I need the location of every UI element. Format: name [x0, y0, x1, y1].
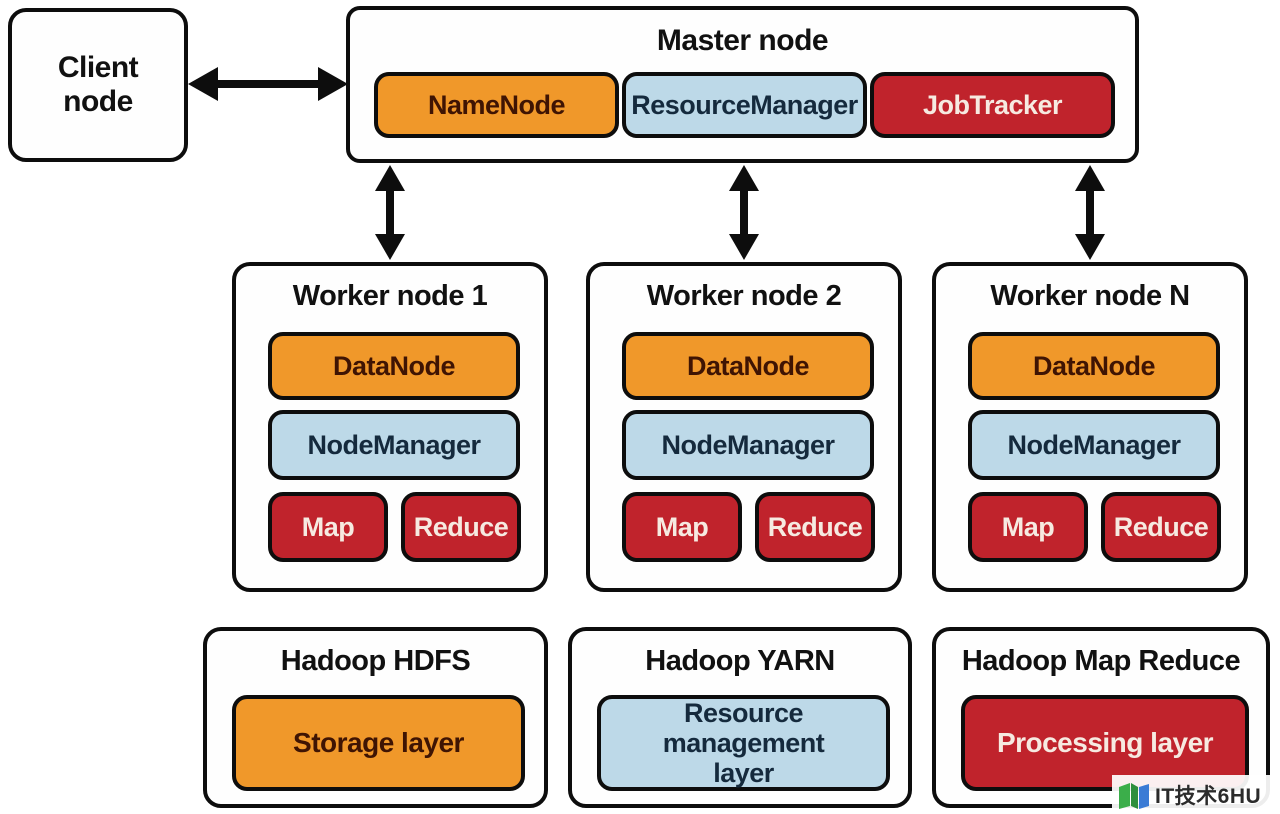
- watermark-logo-icon: [1119, 782, 1149, 809]
- worker1-datanode-box: DataNode: [268, 332, 520, 400]
- worker2-nodemanager-box: NodeManager: [622, 410, 874, 480]
- hadoop-yarn-title: Hadoop YARN: [645, 645, 835, 677]
- watermark: IT技术6HU: [1112, 775, 1280, 814]
- hadoop-yarn-box: Hadoop YARN Resource management layer: [568, 627, 912, 808]
- jobtracker-box: JobTracker: [870, 72, 1115, 138]
- watermark-text: IT技术6HU: [1155, 784, 1262, 808]
- resource-management-layer-box: Resource management layer: [597, 695, 890, 791]
- worker-node-2-box: Worker node 2 DataNode NodeManager Map R…: [586, 262, 902, 592]
- worker-node-1-title: Worker node 1: [292, 280, 488, 312]
- worker-node-1-box: Worker node 1 DataNode NodeManager Map R…: [232, 262, 548, 592]
- client-node-box: Client node: [8, 8, 188, 162]
- hadoop-hdfs-title: Hadoop HDFS: [280, 645, 471, 677]
- workerN-reduce-box: Reduce: [1101, 492, 1221, 562]
- master-components-row: NameNode ResourceManager JobTracker: [374, 72, 1115, 138]
- worker2-map-box: Map: [622, 492, 742, 562]
- resourcemanager-box: ResourceManager: [622, 72, 867, 138]
- worker1-map-box: Map: [268, 492, 388, 562]
- master-workerN-arrow: [1075, 165, 1105, 260]
- storage-layer-box: Storage layer: [232, 695, 525, 791]
- master-node-box: Master node NameNode ResourceManager Job…: [346, 6, 1139, 163]
- client-master-arrow: [188, 67, 348, 101]
- workerN-nodemanager-box: NodeManager: [968, 410, 1220, 480]
- worker2-datanode-box: DataNode: [622, 332, 874, 400]
- workerN-datanode-box: DataNode: [968, 332, 1220, 400]
- worker1-nodemanager-box: NodeManager: [268, 410, 520, 480]
- namenode-box: NameNode: [374, 72, 619, 138]
- worker-node-N-title: Worker node N: [990, 280, 1190, 312]
- master-worker1-arrow: [375, 165, 405, 260]
- master-worker2-arrow: [729, 165, 759, 260]
- workerN-map-box: Map: [968, 492, 1088, 562]
- worker1-reduce-box: Reduce: [401, 492, 521, 562]
- worker-node-N-box: Worker node N DataNode NodeManager Map R…: [932, 262, 1248, 592]
- worker-node-2-title: Worker node 2: [646, 280, 842, 312]
- hadoop-mapreduce-title: Hadoop Map Reduce: [961, 645, 1241, 677]
- worker2-reduce-box: Reduce: [755, 492, 875, 562]
- client-node-label: Client node: [57, 50, 139, 119]
- hadoop-hdfs-box: Hadoop HDFS Storage layer: [203, 627, 548, 808]
- master-node-title: Master node: [656, 24, 829, 57]
